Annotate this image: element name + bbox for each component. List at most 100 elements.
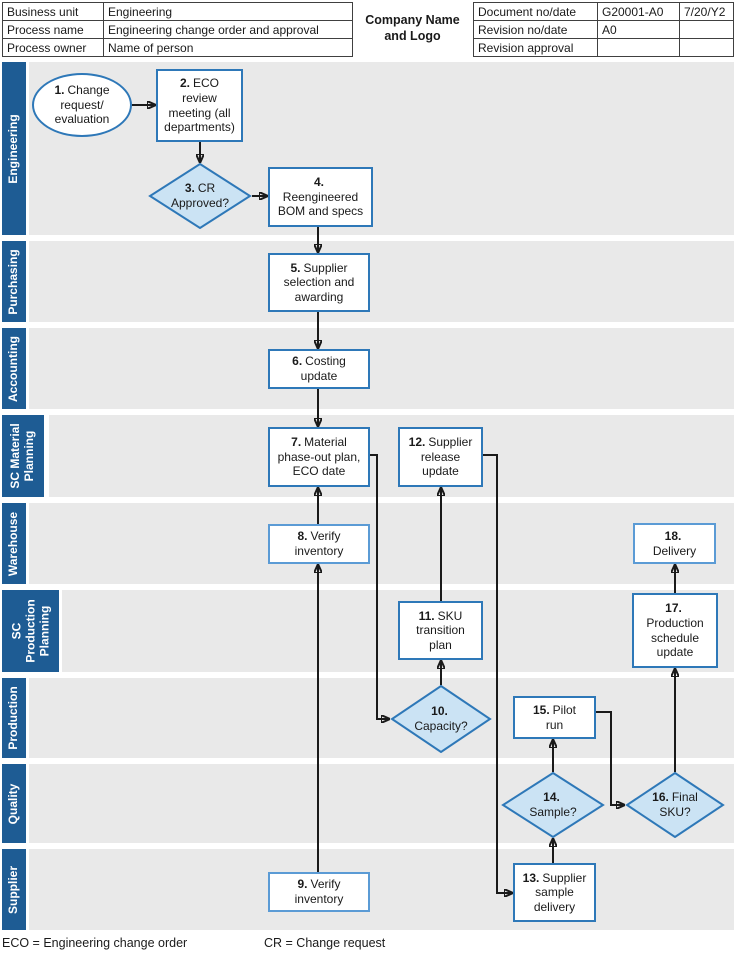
- lane-body-engineering: [29, 62, 734, 235]
- node-number: 4.: [313, 175, 324, 190]
- node-4-reengineered-bom: 4. Reengineered BOM and specs: [268, 167, 373, 227]
- node-text: Supplier sample delivery: [533, 870, 587, 914]
- lane-body-purchasing: [29, 241, 734, 322]
- node-label: 18. Delivery: [653, 529, 696, 558]
- node-number: 9.: [297, 877, 308, 892]
- node-number: 14.: [543, 790, 560, 805]
- diamond-shape: [625, 772, 725, 838]
- node-number: 6.: [292, 354, 303, 369]
- node-15-pilot-run: 15.Pilot run: [513, 696, 596, 739]
- process-owner-label: Process owner: [2, 38, 104, 57]
- node-label: 4. Reengineered BOM and specs: [278, 175, 363, 219]
- table-row: Revision no/date A0: [473, 20, 734, 39]
- revision-no-label: Revision no/date: [473, 20, 598, 39]
- node-number: 3.: [184, 181, 195, 196]
- node-label: 6.Costing update: [292, 354, 346, 383]
- node-16-final-sku-decision: 16.Final SKU?: [625, 772, 725, 838]
- node-text: Costing update: [300, 354, 346, 383]
- node-label: 16.Final SKU?: [652, 790, 698, 819]
- node-text: SKU transition plan: [416, 608, 465, 652]
- node-number: 16.: [652, 790, 669, 805]
- revision-approval-value1: [597, 38, 680, 57]
- lane-label: Production: [6, 686, 21, 750]
- lane-label: Purchasing: [6, 248, 21, 315]
- lane-strip-purchasing: Purchasing: [2, 241, 26, 322]
- document-no-label: Document no/date: [473, 2, 598, 21]
- node-8-verify-inventory-warehouse: 8.Verify inventory: [268, 524, 370, 564]
- node-6-costing-update: 6.Costing update: [268, 349, 370, 389]
- lane-strip-engineering: Engineering: [2, 62, 26, 235]
- node-label: 7.Material phase-out plan, ECO date: [278, 435, 361, 479]
- lane-label: Supplier: [6, 865, 21, 914]
- revision-no-value: A0: [597, 20, 680, 39]
- table-row: Revision approval: [473, 38, 734, 57]
- diamond-shape: [390, 685, 492, 753]
- node-11-sku-transition-plan: 11.SKU transition plan: [398, 601, 483, 660]
- document-revision-table: Document no/date G20001-A0 7/20/Y2 Revis…: [473, 2, 734, 57]
- node-text: Material phase-out plan, ECO date: [277, 435, 361, 479]
- business-unit-value: Engineering: [103, 2, 353, 21]
- lane-label: Warehouse: [6, 511, 21, 576]
- node-number: 11.: [418, 608, 435, 623]
- diamond-shape: [148, 163, 252, 229]
- node-number: 1.: [54, 83, 65, 98]
- revision-date-value: [679, 20, 734, 39]
- node-17-production-schedule-update: 17. Production schedule update: [632, 593, 718, 668]
- company-name-logo: Company Name and Logo: [365, 13, 460, 43]
- node-text: ECO review meeting (all departments): [164, 76, 235, 135]
- node-number: 15.: [532, 702, 550, 717]
- revision-approval-value2: [679, 38, 734, 57]
- node-text: Final SKU?: [659, 790, 698, 819]
- node-10-capacity-decision: 10. Capacity?: [390, 685, 492, 753]
- node-14-sample-decision: 14. Sample?: [501, 772, 605, 838]
- node-label: 5.Supplier selection and awarding: [284, 261, 355, 305]
- node-text: Pilot run: [545, 702, 577, 732]
- table-row: Process name Engineering change order an…: [2, 20, 353, 39]
- node-label: 14. Sample?: [529, 790, 576, 819]
- process-owner-value: Name of person: [103, 38, 353, 57]
- node-text: Supplier selection and awarding: [283, 260, 355, 304]
- node-text: Verify inventory: [294, 877, 344, 906]
- node-number: 5.: [290, 260, 301, 275]
- lane-label: SC Production Planning: [8, 599, 51, 663]
- process-info-table: Business unit Engineering Process name E…: [2, 2, 353, 57]
- lane-body-sc-material-planning: [49, 415, 734, 497]
- node-text: Change request/ evaluation: [54, 83, 110, 127]
- node-2-eco-review-meeting: 2.ECO review meeting (all departments): [156, 69, 243, 142]
- node-label: 12.Supplier release update: [409, 435, 473, 479]
- lane-body-accounting: [29, 328, 734, 409]
- node-label: 11.SKU transition plan: [416, 609, 465, 653]
- document-no-value: G20001-A0: [597, 2, 680, 21]
- node-1-change-request: 1.Change request/ evaluation: [32, 73, 132, 137]
- node-7-material-phase-out-plan: 7.Material phase-out plan, ECO date: [268, 427, 370, 487]
- node-label: 17. Production schedule update: [646, 601, 703, 659]
- lane-strip-accounting: Accounting: [2, 328, 26, 409]
- document-date-value: 7/20/Y2: [679, 2, 734, 21]
- node-number: 18.: [664, 528, 682, 543]
- lane-label: SC Material Planning: [8, 423, 36, 489]
- node-label: 10. Capacity?: [414, 704, 467, 733]
- lane-body-warehouse: [29, 503, 734, 584]
- node-18-delivery: 18. Delivery: [633, 523, 716, 564]
- node-text: Verify inventory: [294, 529, 344, 558]
- lane-strip-supplier: Supplier: [2, 849, 26, 930]
- node-number: 17.: [665, 601, 682, 616]
- node-label: 3.CR Approved?: [171, 181, 229, 210]
- lane-body-supplier: [29, 849, 734, 930]
- lane-body-production: [29, 678, 734, 758]
- lane-label: Quality: [6, 783, 21, 824]
- node-label: 8.Verify inventory: [295, 529, 344, 558]
- revision-approval-label: Revision approval: [473, 38, 598, 57]
- lane-strip-sc-material-planning: SC Material Planning: [2, 415, 44, 497]
- process-name-label: Process name: [2, 20, 104, 39]
- node-3-cr-approved-decision: 3.CR Approved?: [148, 163, 252, 229]
- legend-eco: ECO = Engineering change order: [2, 936, 188, 950]
- node-9-verify-inventory-supplier: 9.Verify inventory: [268, 872, 370, 912]
- node-number: 2.: [179, 76, 190, 91]
- lane-strip-production: Production: [2, 678, 26, 758]
- node-label: 13.Supplier sample delivery: [523, 871, 587, 915]
- node-text: Delivery: [652, 543, 697, 558]
- node-text: CR Approved?: [170, 181, 230, 210]
- process-name-value: Engineering change order and approval: [103, 20, 353, 39]
